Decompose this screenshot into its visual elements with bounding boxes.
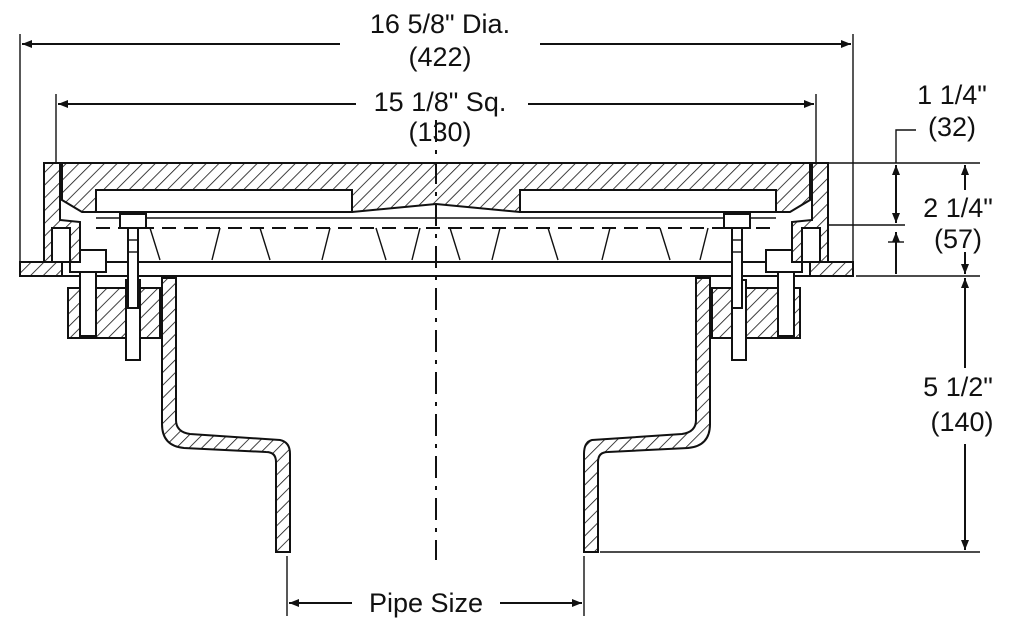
square-dimension: 15 1/8" Sq. (130) [58, 87, 814, 147]
grate [61, 162, 811, 213]
top-frame [43, 162, 829, 263]
square-metric-label: (130) [408, 117, 471, 147]
diameter-label: 16 5/8" Dia. [370, 9, 510, 39]
grate-thickness-metric-label: (32) [928, 112, 976, 142]
grate-thickness-label: 1 1/4" [917, 80, 987, 110]
diameter-dimension: 16 5/8" Dia. (422) [22, 9, 851, 72]
bolt-left [119, 213, 147, 309]
square-label: 15 1/8" Sq. [374, 87, 507, 117]
clamp-collar-left [67, 249, 161, 361]
pipe-size-label: Pipe Size [369, 588, 483, 618]
pipe-size-dimension: Pipe Size [289, 588, 582, 618]
top-height-label: 2 1/4" [923, 193, 993, 223]
body-depth-metric-label: (140) [930, 407, 993, 437]
top-height-metric-label: (57) [934, 224, 982, 254]
vertical-dimensions: 1 1/4" (32) 2 1/4" (57) 5 1/2" (140) [888, 80, 994, 550]
diameter-metric-label: (422) [408, 42, 471, 72]
bolt-right [723, 213, 751, 309]
drain-body [161, 277, 711, 553]
body-depth-label: 5 1/2" [923, 372, 993, 402]
